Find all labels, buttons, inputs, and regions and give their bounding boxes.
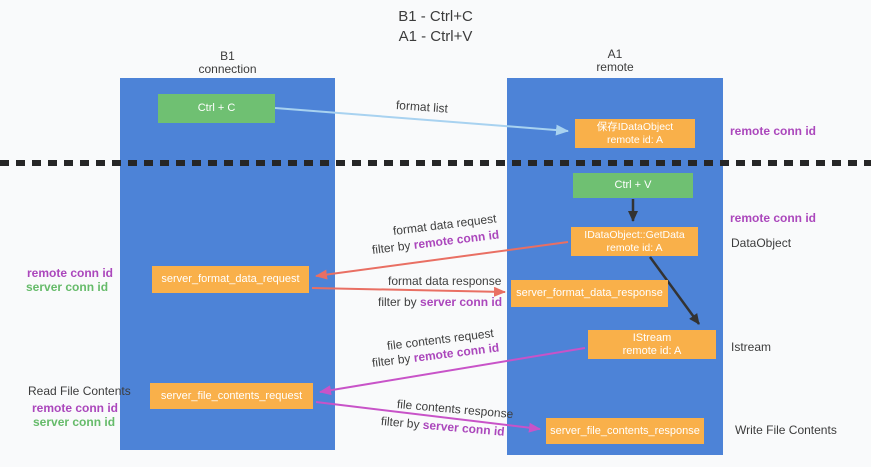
dataobject-label: DataObject [731, 236, 792, 250]
filter-by-text: filter by [378, 295, 421, 309]
save-idataobject-line1: 保存IDataObject [596, 120, 674, 133]
ctrl-c-box: Ctrl + C [158, 94, 275, 123]
server-conn-id-text: server conn id [420, 295, 503, 309]
server-conn-id-text: server conn id [422, 417, 506, 439]
remote-conn-id-left-2: remote conn id [32, 401, 119, 415]
lane-b1-subtitle: connection [198, 62, 257, 76]
filter-by-server-conn-id-label-1: filter by server conn id [378, 295, 502, 309]
lane-a1-subtitle: remote [596, 60, 634, 74]
save-idataobject-line2: remote id: A [606, 133, 664, 146]
server-file-contents-request-label: server_file_contents_request [160, 389, 303, 402]
diagram-title-line1: B1 - Ctrl+C [398, 8, 473, 25]
filter-by-text: filter by [371, 350, 415, 370]
istream-line2: remote id: A [622, 344, 682, 357]
server-format-data-response-label: server_format_data_response [516, 287, 663, 299]
remote-conn-id-right-top: remote conn id [730, 124, 817, 138]
format-data-response-arrow [311, 286, 506, 297]
server-file-contents-response-box: server_file_contents_response [546, 418, 704, 444]
remote-conn-id-left-1: remote conn id [27, 266, 114, 280]
server-format-data-response-box: server_format_data_response [511, 280, 668, 307]
filter-by-text: filter by [380, 414, 424, 432]
write-file-contents-label: Write File Contents [735, 423, 837, 437]
istream-line1: IStream [632, 331, 672, 344]
getdata-line2: remote id: A [606, 241, 663, 254]
ctrl-v-label: Ctrl + V [614, 179, 652, 191]
ctrl-v-box: Ctrl + V [573, 173, 693, 198]
diagram-title-line2: A1 - Ctrl+V [398, 28, 473, 45]
format-data-response-label: format data response [388, 274, 502, 288]
lane-b1-title: B1 [220, 49, 235, 63]
server-conn-id-left-1: server conn id [26, 280, 109, 294]
read-file-contents-label: Read File Contents [28, 384, 131, 398]
server-format-data-request-box: server_format_data_request [152, 266, 309, 293]
save-idataobject-box: 保存IDataObject remote id: A [575, 119, 695, 148]
format-list-label: format list [395, 98, 449, 116]
istream-side-label: Istream [731, 340, 772, 354]
filter-by-text: filter by [371, 237, 415, 257]
idataobject-getdata-box: IDataObject::GetData remote id: A [571, 227, 698, 256]
lane-a1-title: A1 [607, 47, 623, 61]
getdata-line1: IDataObject::GetData [584, 228, 685, 241]
istream-box: IStream remote id: A [588, 330, 716, 359]
server-file-contents-response-label: server_file_contents_response [550, 424, 700, 437]
lane-header-a1: A1 remote [507, 48, 723, 74]
diagram-title: B1 - Ctrl+C A1 - Ctrl+V [0, 7, 871, 47]
server-format-data-request-label: server_format_data_request [161, 273, 300, 285]
lane-header-b1: B1 connection [120, 50, 335, 76]
ctrl-c-label: Ctrl + C [197, 102, 236, 114]
server-file-contents-request-box: server_file_contents_request [150, 383, 313, 409]
remote-conn-id-right-mid: remote conn id [730, 211, 817, 225]
server-conn-id-left-2: server conn id [33, 415, 116, 429]
